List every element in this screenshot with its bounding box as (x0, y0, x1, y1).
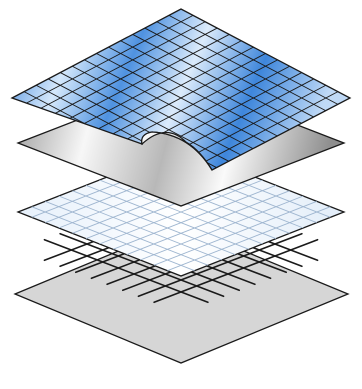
blue-tile-grid-line (144, 27, 314, 118)
peeled-corner (141, 131, 213, 171)
blue-tile-grid-line (96, 53, 266, 143)
blue-tile-grid-line (132, 34, 302, 124)
blue-tile-grid-line (156, 21, 327, 112)
blue-tile-grid-line (108, 59, 278, 150)
blue-tile-grid-line (168, 14, 339, 105)
blue-tile-grid-line (108, 46, 278, 137)
blue-tile-grid-line (120, 40, 290, 131)
white-tile-grid-line (167, 206, 331, 272)
blue-tile-layer (10, 8, 352, 171)
